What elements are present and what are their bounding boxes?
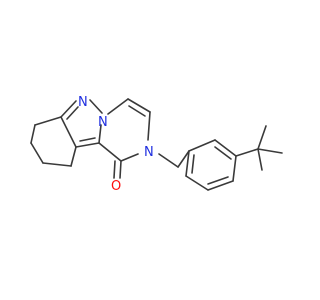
- bond-nbridge-c: [98, 124, 102, 144]
- bond-co-cfusion: [98, 142, 122, 162]
- atom-n-amide: N: [144, 145, 154, 160]
- pyrazinone-ring: [98, 98, 151, 179]
- bond-c3-c3a: [70, 146, 77, 167]
- tert-butyl-group: [235, 125, 283, 171]
- bond-ar6: [185, 150, 190, 177]
- bond-c-o-double: [113, 160, 116, 179]
- bond-c9a-c6: [34, 116, 62, 126]
- bond-ch2-aryl: [177, 150, 190, 168]
- bond-cq-me2: [257, 148, 283, 154]
- bond-c9a-n: [60, 100, 77, 118]
- bond-c6-c5: [30, 124, 36, 144]
- bond-nbridge-ch: [107, 98, 129, 115]
- bond-c5-c4: [30, 142, 44, 164]
- atom-o-carbonyl: O: [111, 179, 121, 194]
- bond-c3a-c9a: [60, 116, 77, 148]
- bond-ch-namide: [147, 111, 151, 141]
- molecule-canvas: N N N O: [30, 95, 283, 194]
- bond-ar4-double: [207, 176, 229, 185]
- bond-c3a-c-double: [79, 137, 96, 142]
- bond-ch-ch: [127, 98, 151, 113]
- bond-ar3: [232, 155, 237, 182]
- bond-n-n: [89, 99, 103, 114]
- bond-ar2: [214, 139, 237, 157]
- atom-n-indazole: N: [78, 95, 88, 110]
- bond-namide-co: [120, 153, 139, 162]
- bond-c-o: [119, 160, 122, 179]
- bond-ar2-double: [214, 146, 232, 160]
- cyclohexane-ring: [30, 116, 77, 167]
- bond-c4-c3: [42, 162, 72, 167]
- molecule-structure: N N N O: [30, 95, 283, 194]
- benzene-ring: [185, 139, 237, 191]
- bond-ar1: [188, 139, 216, 152]
- atom-n-bridge: N: [98, 115, 108, 130]
- bond-ar5: [185, 175, 209, 191]
- bond-ar-cq: [235, 148, 259, 157]
- pyrazole-ring: [60, 99, 103, 148]
- bond-c9a-n-double: [66, 106, 79, 120]
- bond-cq-me1: [257, 125, 267, 150]
- bond-ch-ch-double: [128, 105, 146, 117]
- bond-namide-ch2: [158, 153, 179, 168]
- bond-ar6-double: [191, 154, 195, 174]
- bond-c3a-c: [75, 142, 100, 148]
- bond-ar4: [207, 180, 234, 191]
- bond-cq-me3: [257, 148, 263, 171]
